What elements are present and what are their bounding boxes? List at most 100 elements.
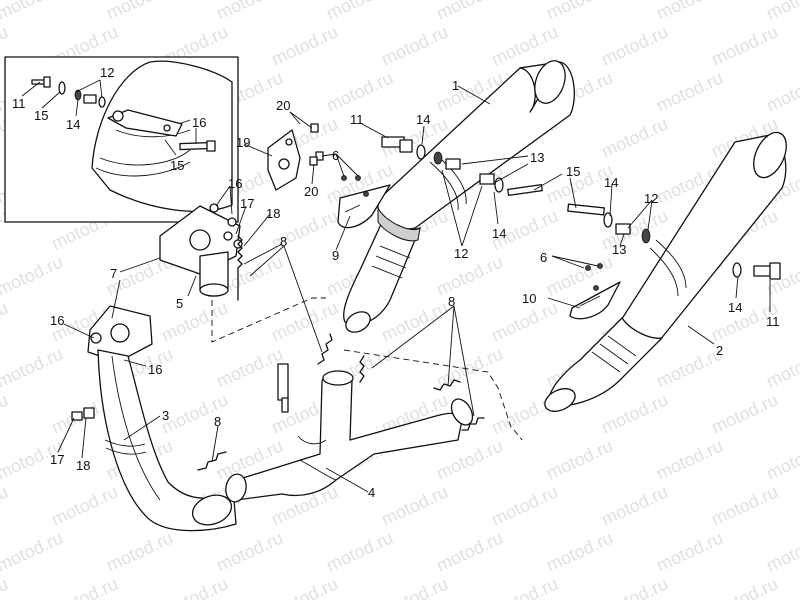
watermark-text: motod.ru <box>323 0 396 24</box>
watermark-text: motod.ru <box>378 297 451 345</box>
watermark-text: motod.ru <box>653 67 726 115</box>
watermark-text: motod.ru <box>433 251 506 299</box>
watermark-text: motod.ru <box>103 527 176 575</box>
watermark-text: motod.ru <box>598 21 671 69</box>
watermark-text: motod.ru <box>763 527 800 575</box>
callout-17: 17 <box>50 452 64 467</box>
muffler-2 <box>544 131 787 412</box>
watermark-text: motod.ru <box>653 435 726 483</box>
watermark-text: motod.ru <box>268 21 341 69</box>
callout-13: 13 <box>530 150 544 165</box>
watermark-text: motod.ru <box>0 481 11 529</box>
callout-20: 20 <box>276 98 290 113</box>
watermark-text: motod.ru <box>653 0 726 24</box>
watermark-text: motod.ru <box>543 435 616 483</box>
callout-8: 8 <box>280 234 287 249</box>
leader-lines <box>21 79 771 493</box>
watermark-text: motod.ru <box>763 435 800 483</box>
bracket-19 <box>267 123 324 191</box>
callout-10: 10 <box>522 291 536 306</box>
callout-20: 20 <box>304 184 318 199</box>
watermark-text: motod.ru <box>0 343 66 391</box>
callout-16: 16 <box>192 115 206 130</box>
callout-15: 15 <box>34 108 48 123</box>
watermark-text: motod.ru <box>0 527 66 575</box>
watermark-text: motod.ru <box>543 527 616 575</box>
watermark-text: motod.ru <box>433 0 506 24</box>
callout-13: 13 <box>612 242 626 257</box>
watermark-text: motod.ru <box>213 343 286 391</box>
heat-shields <box>337 184 621 320</box>
callout-11: 11 <box>12 96 26 111</box>
callout-4: 4 <box>368 485 375 500</box>
callout-12: 12 <box>100 65 114 80</box>
callout-14: 14 <box>492 226 506 241</box>
watermark-text: motod.ru <box>213 0 286 24</box>
watermark-text: motod.ru <box>378 573 451 600</box>
header-pipe-3 <box>71 349 237 532</box>
y-pipe-4 <box>225 363 474 503</box>
watermark-text: motod.ru <box>708 573 781 600</box>
callout-11: 11 <box>350 112 364 127</box>
callout-7: 7 <box>110 266 117 281</box>
callout-16: 16 <box>50 313 64 328</box>
callout-6: 6 <box>332 148 339 163</box>
callout-5: 5 <box>176 296 183 311</box>
flange-7 <box>87 305 153 366</box>
callout-labels: 1 2 3 4 5 6 6 7 8 8 8 9 10 11 11 11 12 1… <box>12 65 780 500</box>
callout-12: 12 <box>454 246 468 261</box>
watermark-text: motod.ru <box>213 527 286 575</box>
watermark-text: motod.ru <box>543 0 616 24</box>
watermark-text: motod.ru <box>323 67 396 115</box>
callout-17: 17 <box>240 196 254 211</box>
callout-8: 8 <box>214 414 221 429</box>
watermark-text: motod.ru <box>0 389 11 437</box>
callout-14: 14 <box>416 112 430 127</box>
watermark-text: motod.ru <box>598 389 671 437</box>
watermark-text: motod.ru <box>488 573 561 600</box>
watermark-text: motod.ru <box>0 573 11 600</box>
watermark-text: motod.ru <box>763 343 800 391</box>
watermark-text: motod.ru <box>323 527 396 575</box>
callout-18: 18 <box>266 206 280 221</box>
watermark-text: motod.ru <box>378 481 451 529</box>
watermark-text: motod.ru <box>0 297 11 345</box>
assembly-lines <box>211 297 523 441</box>
watermark-text: motod.ru <box>763 67 800 115</box>
callout-14: 14 <box>728 300 742 315</box>
callout-15: 15 <box>566 164 580 179</box>
watermark-text: motod.ru <box>433 527 506 575</box>
callout-6: 6 <box>540 250 547 265</box>
muffler-1 <box>343 60 575 333</box>
watermark-text: motod.ru <box>488 481 561 529</box>
watermark-text: motod.ru <box>268 573 341 600</box>
watermark-text: motod.ru <box>48 573 121 600</box>
watermark-text: motod.ru <box>708 481 781 529</box>
callout-14: 14 <box>66 117 80 132</box>
callout-16: 16 <box>228 176 242 191</box>
watermark-text: motod.ru <box>598 113 671 161</box>
watermark-text: motod.ru <box>598 481 671 529</box>
callout-8: 8 <box>448 294 455 309</box>
callout-18: 18 <box>76 458 90 473</box>
callout-12: 12 <box>644 191 658 206</box>
watermark-text: motod.ru <box>0 251 66 299</box>
small-hardware <box>341 175 603 291</box>
inset-detail <box>4 56 239 223</box>
callout-2: 2 <box>716 343 723 358</box>
watermark-text: motod.ru <box>598 573 671 600</box>
watermark-text: motod.ru <box>763 0 800 24</box>
callout-15: 15 <box>170 158 184 173</box>
watermark-text: motod.ru <box>708 21 781 69</box>
watermark-text: motod.ru <box>103 0 176 24</box>
watermark-text: motod.ru <box>158 573 231 600</box>
watermark-text: motod.ru <box>653 527 726 575</box>
watermark-text: motod.ru <box>378 21 451 69</box>
callout-19: 19 <box>236 135 250 150</box>
watermark-text: motod.ru <box>48 481 121 529</box>
callout-9: 9 <box>332 248 339 263</box>
callout-3: 3 <box>162 408 169 423</box>
watermark-text: motod.ru <box>708 389 781 437</box>
